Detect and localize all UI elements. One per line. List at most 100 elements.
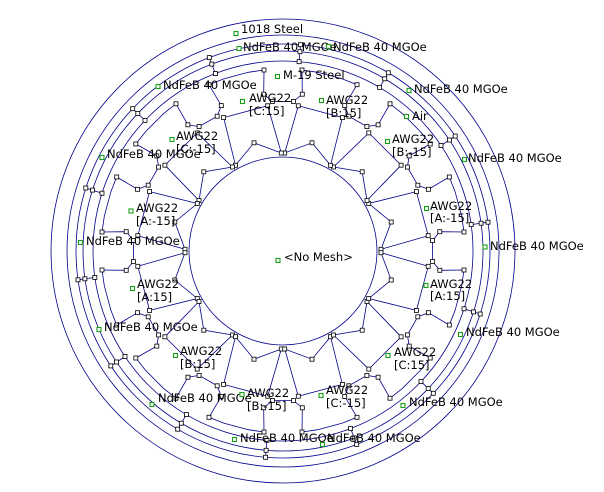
- block-marker[interactable]: [155, 83, 161, 90]
- block-marker[interactable]: [385, 352, 391, 359]
- geometry-node[interactable]: [430, 238, 436, 243]
- geometry-node[interactable]: [209, 61, 215, 67]
- geometry-node[interactable]: [378, 250, 384, 256]
- geometry-node[interactable]: [364, 124, 370, 129]
- geometry-node[interactable]: [194, 366, 200, 372]
- magnet-ring-inner[interactable]: [92, 60, 474, 442]
- geometry-node[interactable]: [299, 405, 305, 411]
- coil-region[interactable]: [137, 191, 199, 250]
- block-marker[interactable]: [384, 138, 391, 145]
- geometry-node[interactable]: [135, 186, 141, 192]
- geometry-node[interactable]: [359, 327, 365, 333]
- back-iron-outer[interactable]: [66, 34, 500, 468]
- geometry-node[interactable]: [404, 332, 410, 338]
- block-marker[interactable]: [233, 30, 239, 37]
- geometry-node[interactable]: [263, 447, 269, 453]
- geometry-node[interactable]: [461, 306, 467, 312]
- coil-regions[interactable]: [137, 105, 429, 397]
- coil-region[interactable]: [137, 252, 199, 311]
- geometry-node[interactable]: [212, 71, 218, 76]
- geometry-node[interactable]: [415, 314, 421, 320]
- geometry-node[interactable]: [364, 372, 370, 378]
- block-marker[interactable]: [77, 239, 84, 246]
- geometry-node[interactable]: [425, 263, 431, 269]
- geometry-node[interactable]: [471, 309, 476, 315]
- geometry-node[interactable]: [135, 310, 141, 316]
- geometry-node[interactable]: [114, 174, 120, 180]
- geometry-node[interactable]: [92, 274, 98, 280]
- geometry-node[interactable]: [233, 334, 238, 340]
- geometry-node[interactable]: [346, 113, 352, 119]
- block-marker[interactable]: [318, 97, 325, 104]
- geometry-node[interactable]: [359, 169, 365, 175]
- geometry-node[interactable]: [182, 250, 188, 256]
- geometry-node[interactable]: [114, 359, 119, 365]
- geometry-node[interactable]: [485, 219, 491, 225]
- geometry-node[interactable]: [206, 55, 212, 60]
- geometry-node[interactable]: [261, 405, 267, 411]
- geometry-node[interactable]: [388, 277, 394, 283]
- block-marker[interactable]: [172, 352, 179, 359]
- geometry-node[interactable]: [342, 103, 348, 108]
- geometry-node[interactable]: [265, 393, 271, 399]
- geometry-node[interactable]: [206, 82, 212, 88]
- geometry-node[interactable]: [298, 42, 303, 48]
- geometry-node[interactable]: [418, 379, 424, 385]
- coil-region[interactable]: [332, 132, 402, 202]
- geometry-node[interactable]: [430, 390, 436, 396]
- block-marker[interactable]: [96, 326, 102, 333]
- geometry-node[interactable]: [99, 267, 105, 273]
- coil-region[interactable]: [223, 335, 282, 397]
- geometry-node[interactable]: [430, 259, 436, 264]
- geometry-node[interactable]: [291, 99, 296, 104]
- coil-region[interactable]: [223, 105, 282, 167]
- block-marker[interactable]: [403, 113, 410, 120]
- geometry-node[interactable]: [299, 91, 305, 97]
- geometry-node[interactable]: [194, 201, 200, 206]
- geometry-node[interactable]: [83, 185, 89, 191]
- geometry-node[interactable]: [196, 372, 202, 378]
- geometry-node[interactable]: [387, 101, 393, 107]
- geometry-node[interactable]: [309, 140, 315, 146]
- geometry-node[interactable]: [123, 229, 129, 235]
- geometry-node[interactable]: [114, 322, 120, 328]
- geometry-node[interactable]: [406, 153, 412, 159]
- geometry-node[interactable]: [99, 229, 105, 235]
- block-marker[interactable]: [325, 43, 332, 50]
- block-marker[interactable]: [239, 391, 245, 398]
- geometry-node[interactable]: [147, 307, 153, 313]
- geometry-node[interactable]: [82, 276, 88, 282]
- geometry-node[interactable]: [425, 310, 431, 316]
- geometry-node[interactable]: [185, 122, 191, 128]
- geometry-node[interactable]: [196, 299, 202, 304]
- geometry-node[interactable]: [154, 153, 160, 159]
- geometry-node[interactable]: [265, 103, 271, 109]
- geometry-node[interactable]: [156, 332, 162, 338]
- geometry-node[interactable]: [75, 277, 81, 283]
- magnet-ring-outer[interactable]: [82, 50, 484, 452]
- block-marker[interactable]: [236, 45, 242, 52]
- geometry-node[interactable]: [133, 141, 139, 147]
- block-marker[interactable]: [169, 136, 175, 143]
- geometry-node[interactable]: [251, 356, 257, 362]
- geometry-node[interactable]: [297, 49, 303, 55]
- geometry-node[interactable]: [278, 150, 284, 156]
- geometry-node[interactable]: [425, 233, 431, 239]
- geometry-node[interactable]: [339, 381, 345, 387]
- block-marker[interactable]: [239, 98, 246, 105]
- geometry-node[interactable]: [377, 85, 383, 90]
- block-marker[interactable]: [406, 87, 412, 94]
- geometry-node[interactable]: [348, 426, 354, 431]
- geometry-node[interactable]: [375, 122, 381, 128]
- geometry-node[interactable]: [398, 334, 404, 340]
- geometry-node[interactable]: [354, 441, 360, 447]
- block-marker[interactable]: [482, 244, 488, 250]
- geometry-node[interactable]: [282, 346, 288, 352]
- geometry-node[interactable]: [296, 59, 302, 65]
- geometry-node[interactable]: [135, 233, 141, 239]
- geometry-node[interactable]: [427, 141, 433, 147]
- geometry-node[interactable]: [366, 296, 372, 301]
- boundary-circle[interactable]: [50, 18, 516, 484]
- geometry-node[interactable]: [122, 354, 128, 359]
- geometry-node[interactable]: [173, 101, 179, 107]
